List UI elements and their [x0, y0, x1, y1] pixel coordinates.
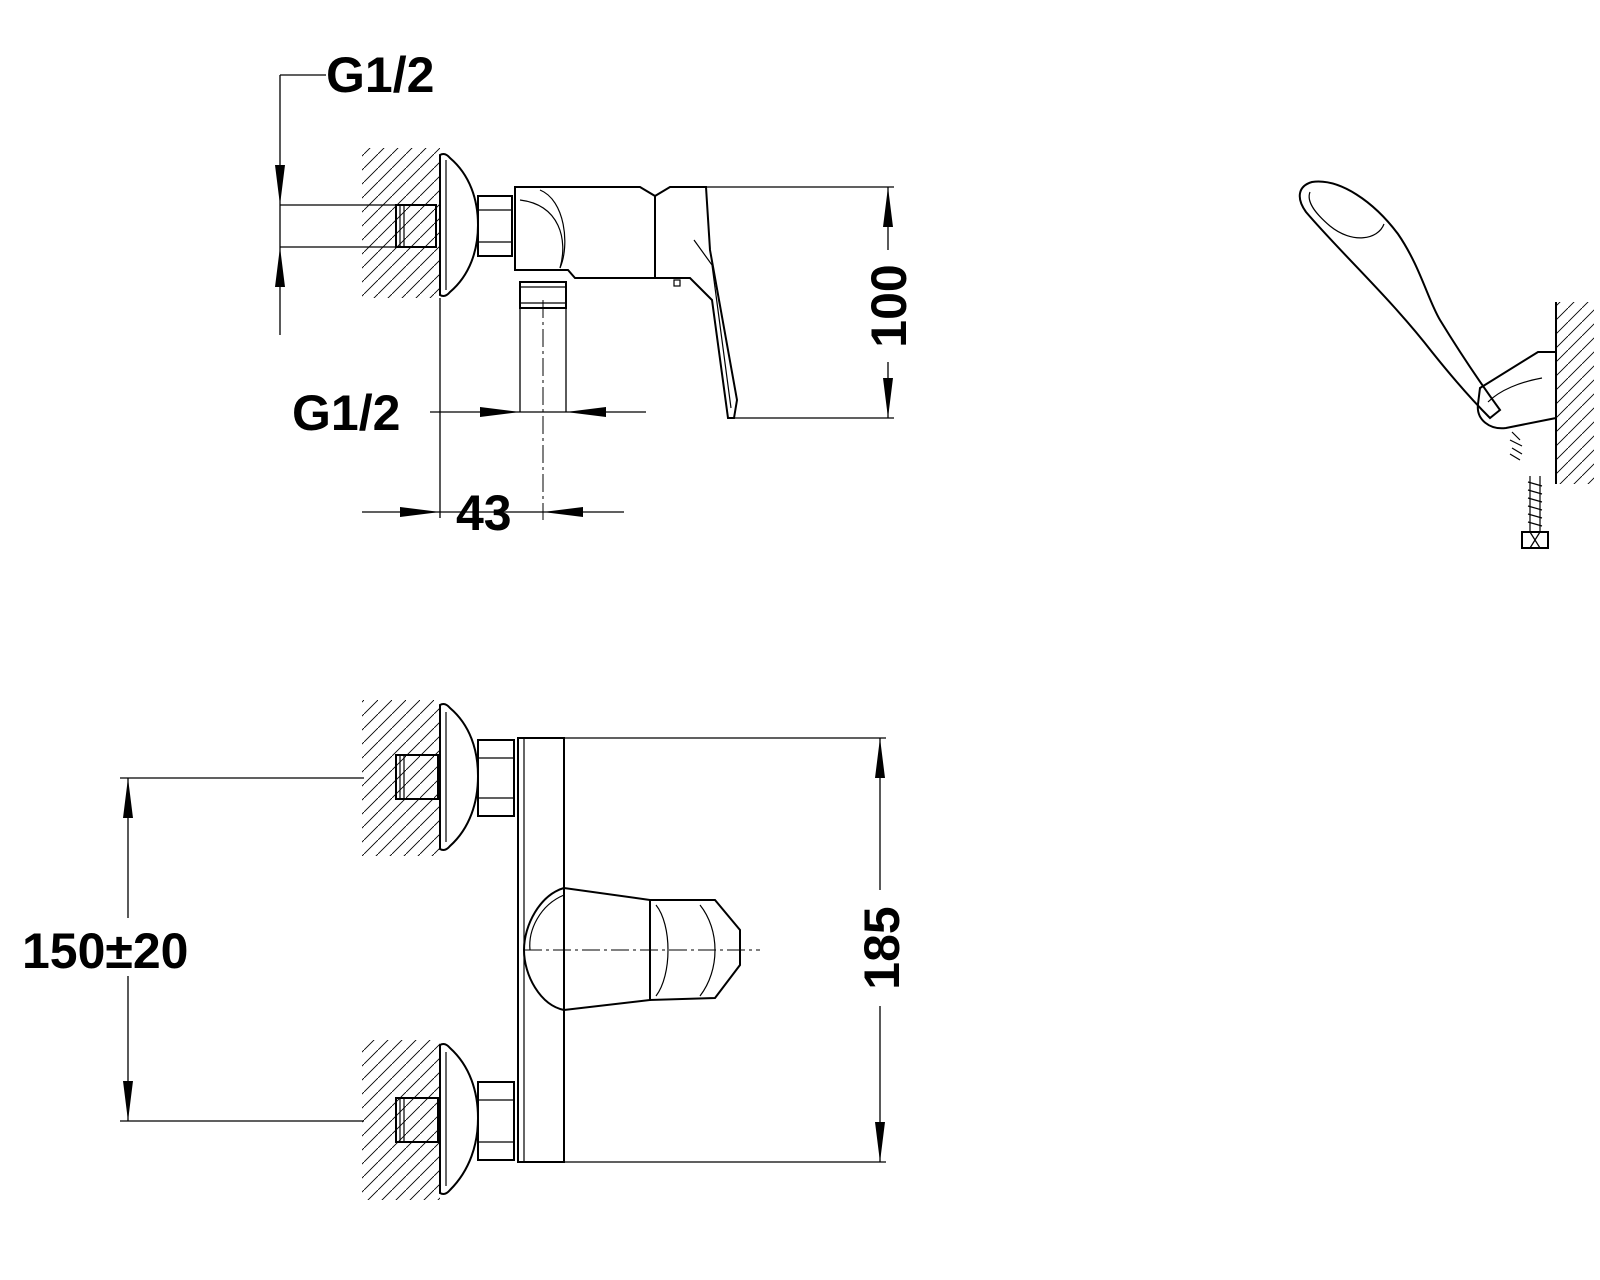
wall-hatch-side: [362, 148, 440, 298]
inlet-spacing-label: 150±20: [22, 923, 188, 979]
front-height-dimension: 185: [564, 737, 910, 1163]
hex-nut-side: [477, 195, 513, 257]
hex-nut-front-bottom: [477, 1081, 515, 1161]
side-height-label: 100: [861, 264, 917, 347]
wall-hatch-front-top: [362, 700, 440, 856]
shower-head: [1298, 180, 1502, 420]
side-view: [362, 148, 739, 520]
hex-nut-front-top: [477, 739, 515, 817]
mixer-body-side: [514, 186, 656, 279]
lever-front: [649, 899, 741, 1002]
inlet-stub-side: [395, 204, 437, 248]
hand-shower-illustration: [1298, 180, 1594, 549]
inlet-thread-label: G1/2: [326, 47, 434, 103]
inlet-thread-dimension: G1/2: [275, 47, 434, 335]
wall-hatch-front-bottom: [362, 1040, 440, 1200]
valve-body-front: [522, 886, 651, 1012]
inlet-stub-front-top: [395, 754, 439, 800]
hose-nut: [1521, 531, 1549, 549]
inlet-stub-front-bottom: [395, 1097, 439, 1143]
outlet-thread-label: G1/2: [292, 385, 400, 441]
front-view: [362, 700, 760, 1200]
wall-offset-dimension: 43: [362, 485, 624, 541]
lever-side: [654, 186, 739, 419]
side-height-dimension: 100: [706, 186, 917, 419]
outlet-thread-dimension: G1/2: [292, 385, 646, 441]
shower-hose: [1509, 431, 1523, 461]
inlet-spacing-dimension: 150±20: [22, 777, 364, 1122]
front-height-label: 185: [854, 906, 910, 989]
shower-holder: [1476, 351, 1557, 430]
wall-hatch-shower: [1556, 302, 1594, 484]
wall-offset-label: 43: [456, 485, 512, 541]
